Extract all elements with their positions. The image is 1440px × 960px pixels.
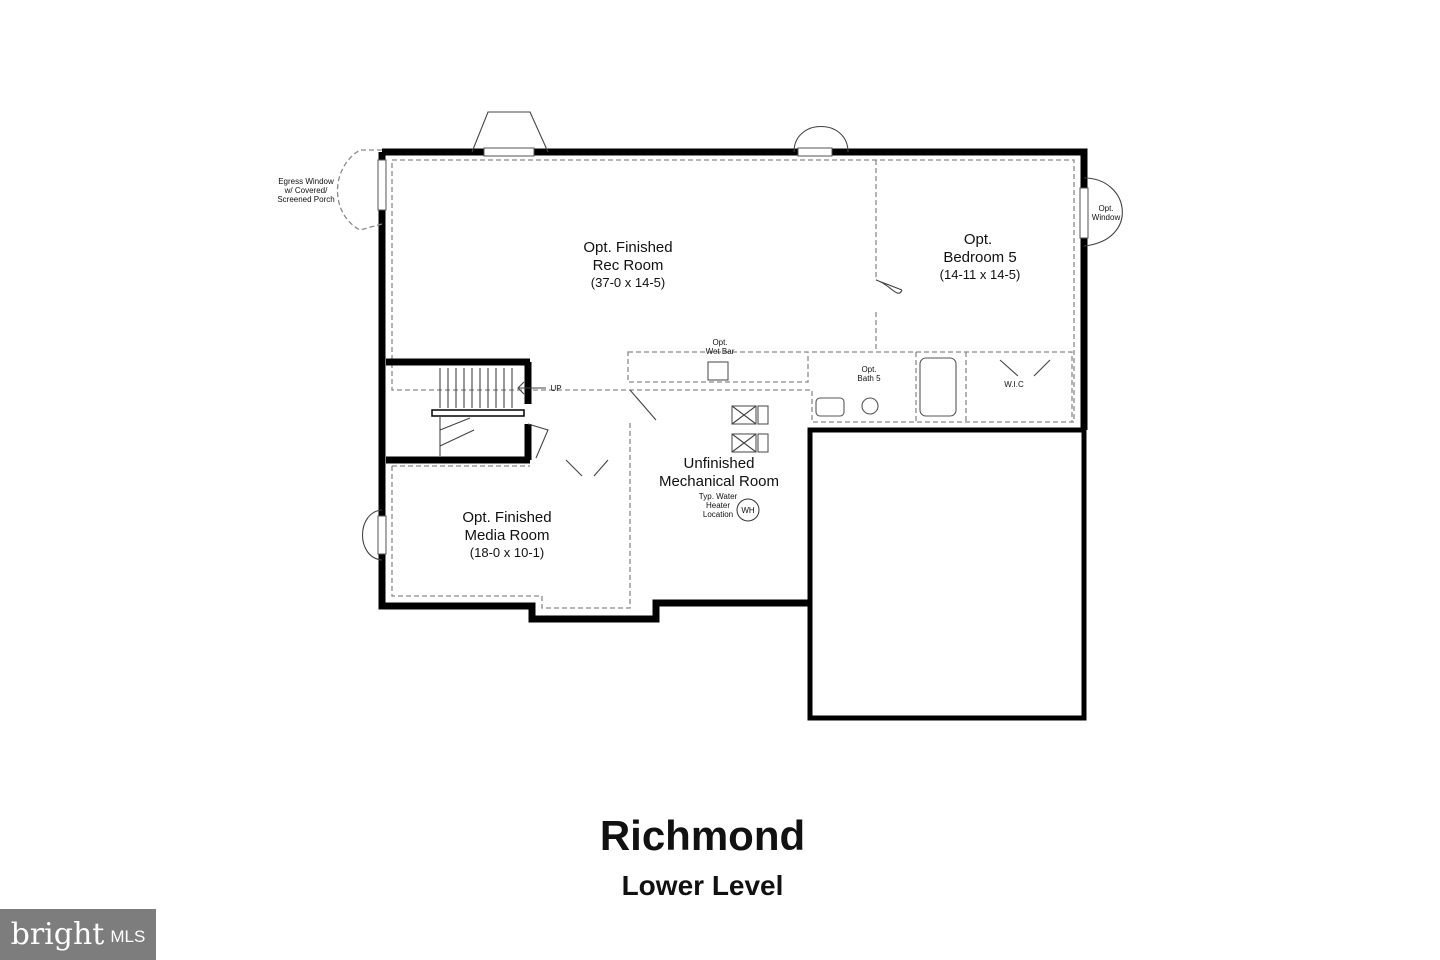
window-left-media: [377, 515, 387, 555]
rec-room-name-2: Rec Room: [593, 257, 664, 274]
bedroom-door: [875, 279, 903, 294]
bath-outline: [812, 351, 1073, 422]
plan-subtitle: Lower Level: [621, 870, 784, 901]
toilet: [861, 397, 879, 415]
bedroom-name-1: Opt.: [964, 231, 992, 248]
egress-note-3: Screened Porch: [277, 195, 334, 204]
window-top-left: [483, 147, 535, 157]
stair-treads: (function(){ var g = document.currentScr…: [439, 368, 513, 408]
wic-doors: [999, 359, 1051, 377]
water-heater-note-3: Location: [703, 510, 733, 519]
water-heater-note-2: Heater: [706, 501, 730, 510]
media-room-outline: [391, 420, 631, 609]
wic-note: W.I.C: [1004, 380, 1024, 389]
window-well-media: [361, 509, 383, 561]
bright-mls-logo: bright MLS: [0, 909, 156, 960]
stair-rail: [431, 409, 525, 417]
stair-walls: [386, 358, 532, 464]
wet-bar-sink: [707, 361, 729, 381]
media-room-name-1: Opt. Finished: [462, 509, 551, 526]
rec-room-dims: (37-0 x 14-5): [591, 275, 665, 290]
plan-title: Richmond: [599, 812, 806, 859]
window-right-bedroom: [1079, 187, 1089, 239]
hvac-unit-top: [731, 405, 769, 425]
window-well-top-right: [793, 125, 849, 153]
wet-bar-note-1: Opt.: [712, 338, 727, 347]
tub: [919, 357, 957, 417]
bath-note-2: Bath 5: [857, 374, 881, 383]
water-heater: [736, 498, 760, 522]
brand-name: bright: [10, 917, 105, 952]
window-well-right: [1083, 177, 1123, 247]
up-arrow: [517, 381, 546, 395]
unexcavated-area: [807, 427, 1087, 721]
bath-note-1: Opt.: [861, 365, 876, 374]
exterior-wall: [378, 148, 1088, 623]
stair-winder: [439, 416, 475, 456]
bedroom-dims: (14-11 x 14-5): [940, 267, 1021, 282]
window-left-egress: [377, 159, 387, 211]
mech-doors: [565, 389, 657, 477]
media-room-dims: (18-0 x 10-1): [470, 545, 544, 560]
wet-bar: [627, 351, 809, 383]
rec-room-name-1: Opt. Finished: [583, 239, 672, 256]
water-heater-label: WH: [741, 506, 755, 515]
rec-room-outline: [391, 159, 1075, 423]
opt-window-note-2: Window: [1092, 213, 1121, 222]
egress-note-1: Egress Window: [278, 177, 334, 186]
sink: [815, 397, 845, 417]
water-heater-note-1: Typ. Water: [699, 492, 738, 501]
window-well-top-left: [471, 111, 549, 153]
egress-note-2: w/ Covered/: [284, 186, 328, 195]
stair-door: [527, 423, 549, 459]
wet-bar-note-2: Wet Bar: [706, 347, 735, 356]
bedroom-name-2: Bedroom 5: [943, 249, 1016, 266]
media-room-name-2: Media Room: [464, 527, 549, 544]
hvac-unit-bottom: [731, 433, 769, 453]
window-top-right: [797, 147, 833, 157]
brand-suffix: MLS: [110, 926, 146, 946]
mechanical-name-2: Mechanical Room: [659, 473, 779, 490]
up-note: UP: [550, 384, 561, 393]
opt-window-note-1: Opt.: [1098, 204, 1113, 213]
mechanical-name-1: Unfinished: [684, 455, 755, 472]
egress-window-well: [337, 149, 383, 231]
